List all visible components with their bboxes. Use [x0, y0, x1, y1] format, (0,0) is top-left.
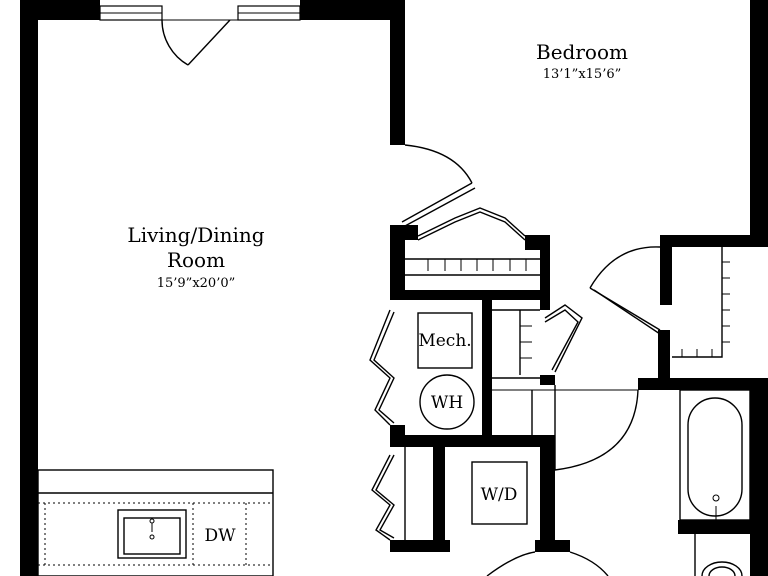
- bedroom-dimensions: 13’1”x15’6”: [543, 67, 622, 82]
- bathtub: [679, 389, 751, 521]
- bath-door: [492, 385, 639, 471]
- dishwasher-label: DW: [204, 526, 236, 546]
- washer-dryer-label: W/D: [481, 485, 518, 505]
- washer-dryer: [471, 461, 528, 525]
- kitchen-sink: [117, 509, 187, 559]
- laundry-closet: [371, 447, 528, 541]
- window-top-living: [99, 5, 301, 21]
- mechanical-closet: [369, 309, 475, 430]
- bedroom-closet: [589, 246, 730, 358]
- bottom-doors: [486, 551, 609, 576]
- bedroom-door: [401, 144, 476, 227]
- living-dining-label-line2: Room: [167, 248, 225, 272]
- entry-door: [161, 19, 238, 66]
- bedroom-label: Bedroom: [536, 40, 628, 64]
- toilet: [694, 534, 743, 576]
- living-dining-dimensions: 15’9”x20’0”: [157, 276, 236, 291]
- water-heater-label: WH: [431, 393, 463, 413]
- linen-closet: [492, 304, 583, 379]
- water-heater: [419, 374, 475, 430]
- kitchen-counter: [37, 469, 274, 576]
- mech-unit: [417, 312, 473, 369]
- living-dining-label-line1: Living/Dining: [127, 223, 264, 247]
- mech-label: Mech.: [418, 331, 471, 351]
- walls: [20, 0, 768, 576]
- hall-closet: [405, 207, 540, 276]
